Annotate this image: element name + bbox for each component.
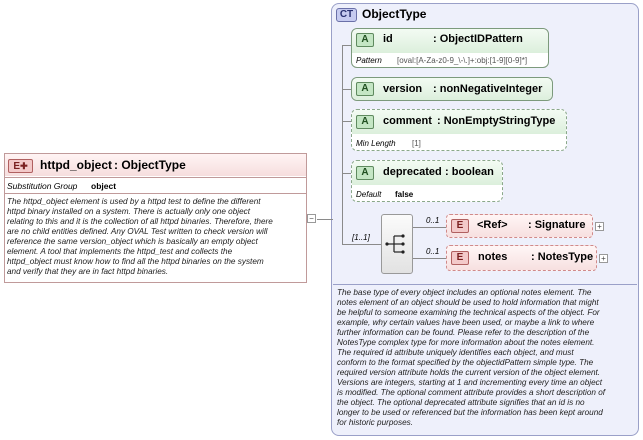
element-header (5, 154, 306, 176)
connector-line (342, 173, 351, 174)
attribute-connector (342, 45, 343, 245)
attribute-tag: A (356, 82, 374, 96)
expand-toggle[interactable]: + (595, 222, 604, 231)
attribute-tag: A (356, 166, 374, 180)
documentation-line: are no child entities defined. Any OVAL … (7, 227, 268, 236)
facet-value: false (395, 190, 414, 199)
attribute-deprecated-box[interactable] (351, 160, 503, 202)
attribute-type: : NonEmptyStringType (437, 115, 556, 127)
documentation-line: relating to this and it is the collectio… (7, 217, 273, 226)
attribute-id-box[interactable] (351, 28, 549, 68)
attribute-tag: A (356, 115, 374, 129)
expand-toggle[interactable]: + (599, 254, 608, 263)
attribute-type: : nonNegativeInteger (433, 83, 543, 95)
divider (333, 284, 637, 285)
attribute-name: version (383, 83, 423, 95)
plus-icon: + (597, 222, 602, 231)
documentation-line: The required id attribute uniquely ident… (337, 348, 574, 357)
collapse-toggle[interactable]: − (307, 214, 316, 223)
facet-label: Pattern (356, 56, 382, 65)
documentation-line: httpd binary installed on a system. Ther… (7, 207, 251, 216)
element-tag-letter: E (13, 161, 21, 172)
documentation-line: The httpd_object element is used by a ht… (7, 197, 261, 206)
documentation-line: is modified. The optional comment attrib… (337, 388, 606, 397)
attribute-name: comment (383, 115, 432, 127)
documentation-line: for historic purposes. (337, 418, 413, 427)
element-tag: E (451, 251, 469, 265)
complex-type-tag: CT (336, 8, 357, 22)
attribute-type: : boolean (445, 166, 494, 178)
documentation-line: be helpful to someone examining the tech… (337, 308, 600, 317)
child-cardinality: 0..1 (426, 216, 440, 225)
facet-value: [oval:[A-Za-z0-9_\-\.]+:obj:[1-9][0-9]*] (397, 56, 528, 65)
facet-label: Default (356, 190, 382, 199)
connector-line (413, 227, 446, 228)
sequence-compositor[interactable] (381, 214, 413, 274)
documentation-line: conform to the format specified by the o… (337, 358, 594, 367)
documentation-line: further information can be found. Please… (337, 328, 590, 337)
element-name: httpd_object (40, 158, 112, 172)
documentation-line: httpd_object must know how to find all t… (7, 257, 264, 266)
divider (5, 177, 306, 178)
element-tag: E (451, 219, 469, 233)
child-element-ref[interactable] (446, 214, 593, 238)
documentation-line: and verify that they are in fact httpd b… (7, 267, 169, 276)
documentation-line: longer to be used or referenced but the … (337, 408, 603, 417)
connector-line (342, 45, 351, 46)
element-tag: E✚ (8, 159, 33, 173)
complex-type-documentation: The base type of every object includes a… (337, 288, 637, 428)
connector-line (413, 258, 446, 259)
child-cardinality: 0..1 (426, 247, 440, 256)
attribute-name: id (383, 33, 393, 45)
divider (5, 193, 306, 194)
documentation-line: reference the same version_object which … (7, 237, 258, 246)
child-type: : Signature (528, 219, 586, 231)
attribute-tag: A (356, 33, 374, 47)
documentation-line: NotesType complex type for more informat… (337, 338, 595, 347)
plus-icon: + (601, 254, 606, 263)
attribute-name: deprecated (383, 166, 442, 178)
element-documentation: The httpd_object element is used by a ht… (7, 197, 305, 277)
connector-line (317, 219, 333, 220)
facet-label: Min Length (356, 139, 396, 148)
documentation-line: notes element of an object should be use… (337, 298, 599, 307)
attribute-comment-box[interactable] (351, 109, 567, 151)
documentation-line: The base type of every object includes a… (337, 288, 592, 297)
attribute-type: : ObjectIDPattern (433, 33, 523, 45)
child-element-notes[interactable] (446, 245, 597, 271)
documentation-line: required version attribute holds the cur… (337, 368, 601, 377)
minus-icon: − (309, 214, 314, 223)
substitution-icon: ✚ (20, 161, 28, 171)
substitution-group-label: Substitution Group (7, 181, 78, 191)
documentation-line: example, why certain values have been us… (337, 318, 595, 327)
connector-line (342, 89, 351, 90)
child-name: <Ref> (477, 219, 508, 231)
complex-type-name: ObjectType (362, 7, 427, 21)
element-type: : ObjectType (114, 158, 186, 172)
sequence-icon (385, 234, 405, 254)
substitution-group-value: object (91, 181, 117, 191)
attribute-version-box[interactable] (351, 77, 553, 101)
sequence-cardinality: [1..1] (352, 233, 370, 242)
child-name: notes (478, 251, 508, 263)
connector-line (342, 121, 351, 122)
documentation-line: Versions are integers, starting at 1 and… (337, 378, 603, 387)
documentation-line: element. A tool that implements the http… (7, 247, 233, 256)
facet-value: [1] (412, 139, 421, 148)
connector-line (342, 244, 381, 245)
documentation-line: the object. The optional deprecated attr… (337, 398, 585, 407)
child-type: : NotesType (531, 251, 594, 263)
